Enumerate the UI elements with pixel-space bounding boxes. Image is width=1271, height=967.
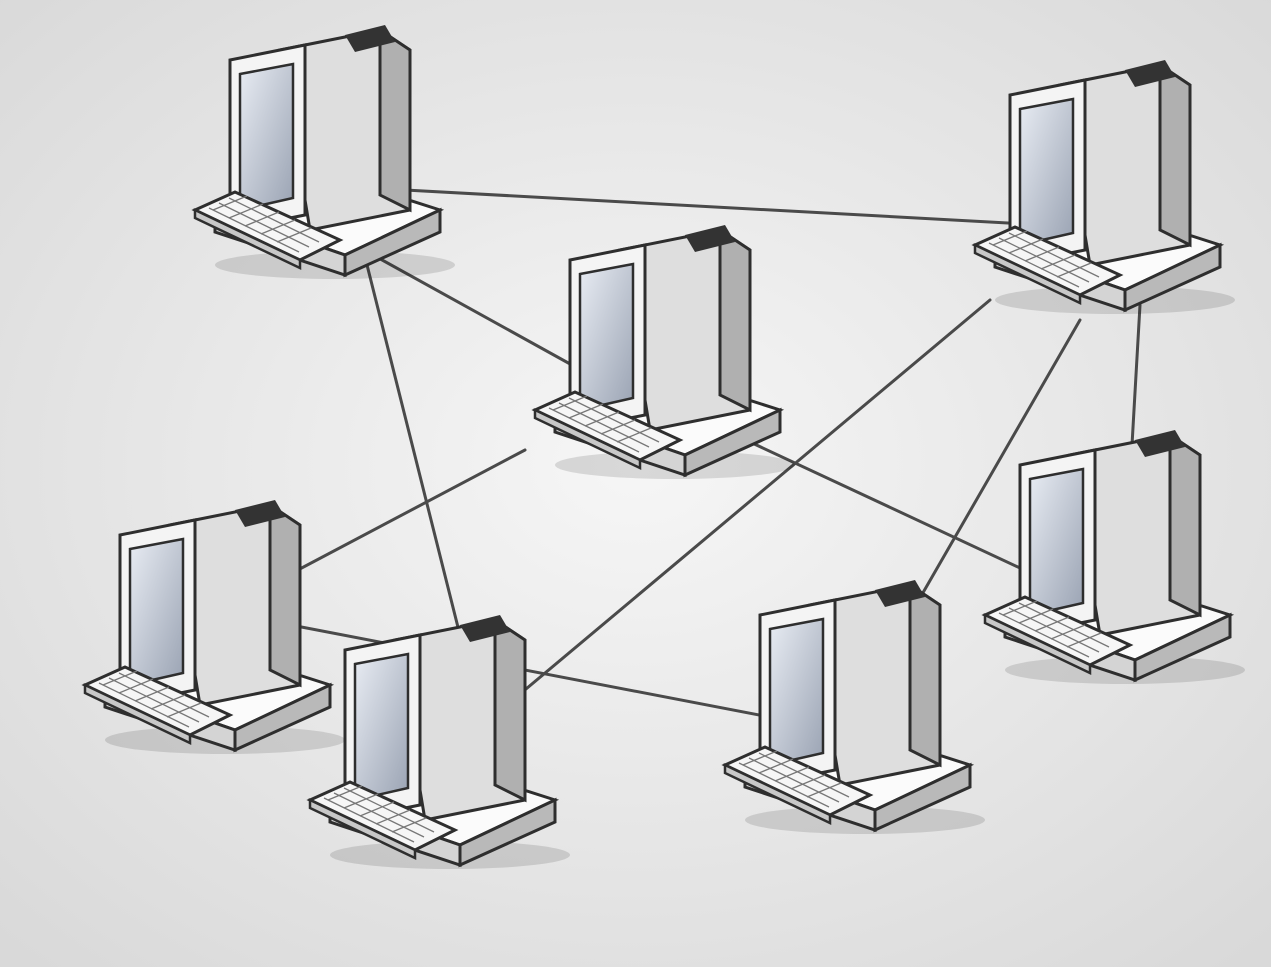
link-center-to-right [733,433,1037,577]
link-center-to-middle-left [258,448,527,592]
link-top-left-to-bottom-left-center [360,243,477,697]
link-top-right-to-bottom-left-center [493,298,992,717]
link-top-left-to-top-right [403,188,1047,227]
